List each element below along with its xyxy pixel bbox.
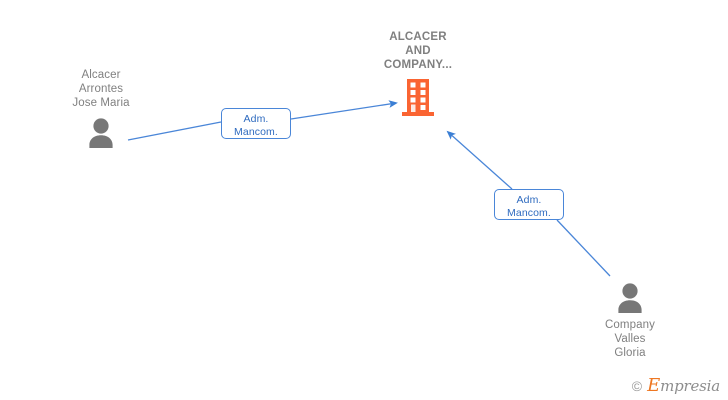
- person-2-name-label: Company Valles Gloria: [605, 319, 655, 359]
- brand-initial: E: [647, 375, 661, 396]
- edge-person2-segment-upper: [446, 130, 513, 190]
- edge-person2-to-company: [446, 130, 611, 277]
- edge-person1-segment-left: [127, 121, 222, 141]
- edge-person1-segment-right: [290, 100, 398, 120]
- person-icon: [618, 283, 642, 313]
- watermark: © Empresia: [631, 375, 720, 396]
- node-person-2[interactable]: Company Valles Gloria: [570, 281, 690, 360]
- node-person-1[interactable]: Alcacer Arrontes Jose Maria: [41, 68, 161, 148]
- brand-logo: Empresia: [647, 375, 720, 396]
- copyright-icon: ©: [631, 378, 643, 394]
- edge-person1-to-company: [127, 100, 398, 141]
- person-icon: [89, 118, 113, 148]
- person-1-name-label: Alcacer Arrontes Jose Maria: [72, 69, 130, 109]
- node-company[interactable]: ALCACER AND COMPANY...: [358, 30, 478, 117]
- brand-rest: mpresia: [660, 377, 720, 395]
- company-name-label: ALCACER AND COMPANY...: [383, 31, 453, 71]
- edge-label-adm-mancom-1[interactable]: Adm. Mancom.: [221, 108, 291, 139]
- edge-label-adm-mancom-2[interactable]: Adm. Mancom.: [494, 189, 564, 220]
- building-icon: [402, 79, 434, 116]
- edge-person2-segment-lower: [556, 219, 611, 277]
